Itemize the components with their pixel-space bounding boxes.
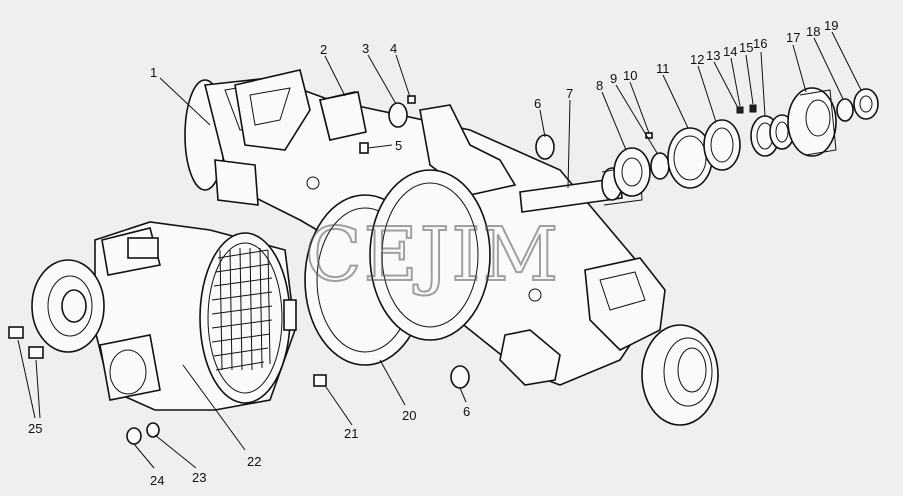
label-23: 23: [192, 470, 206, 485]
leader-lines: [17, 31, 862, 469]
label-6-top: 6: [534, 96, 541, 111]
label-6-bottom: 6: [463, 404, 470, 419]
bearing: [613, 147, 651, 197]
label-16: 16: [753, 36, 767, 51]
label-2: 2: [320, 42, 327, 57]
label-7: 7: [566, 86, 573, 101]
label-10: 10: [623, 68, 637, 83]
label-8: 8: [596, 78, 603, 93]
watermark: CEJIM: [305, 212, 560, 298]
nut-19: [853, 88, 879, 120]
label-11: 11: [656, 61, 670, 76]
bolt-25b: [28, 346, 44, 359]
label-20: 20: [402, 408, 416, 423]
bolt-5: [359, 142, 369, 154]
label-24: 24: [150, 473, 164, 488]
bracket-2: [319, 91, 367, 141]
grid-pattern: [211, 247, 273, 371]
nut-14: [736, 106, 744, 114]
ring-9: [650, 152, 670, 180]
washer-18: [836, 98, 854, 122]
hub-flange-17: [787, 87, 837, 157]
bushing-6-top: [535, 134, 555, 160]
bushing-6-bottom: [450, 365, 470, 389]
label-19: 19: [824, 18, 838, 33]
label-21: 21: [344, 426, 358, 441]
label-9: 9: [610, 71, 617, 86]
label-12: 12: [690, 52, 704, 67]
label-5: 5: [395, 138, 402, 153]
gasket-20: [304, 169, 491, 366]
label-1: 1: [150, 65, 157, 80]
label-3: 3: [362, 41, 369, 56]
label-4: 4: [390, 41, 397, 56]
label-22: 22: [247, 454, 261, 469]
washer-23: [146, 422, 160, 438]
gasket-11: [667, 127, 713, 189]
label-25: 25: [28, 421, 42, 436]
right-hub: [641, 324, 719, 426]
bolt-25a: [8, 326, 24, 339]
nut-24: [126, 427, 142, 445]
label-17: 17: [786, 30, 800, 45]
stud-21: [313, 374, 327, 387]
seal-assembly: [703, 119, 741, 171]
label-13: 13: [706, 48, 720, 63]
input-flange: [31, 259, 105, 353]
cap-3: [388, 102, 408, 128]
part-labels: 1 2 3 4 5 6 7 8 9 10 11 12 13 14 15 16 1…: [28, 18, 838, 488]
bolt-4: [407, 95, 416, 104]
label-18: 18: [806, 24, 820, 39]
nut-15: [749, 104, 757, 113]
label-15: 15: [739, 40, 753, 55]
label-14: 14: [723, 44, 737, 59]
gear-housing-22: [94, 221, 297, 411]
